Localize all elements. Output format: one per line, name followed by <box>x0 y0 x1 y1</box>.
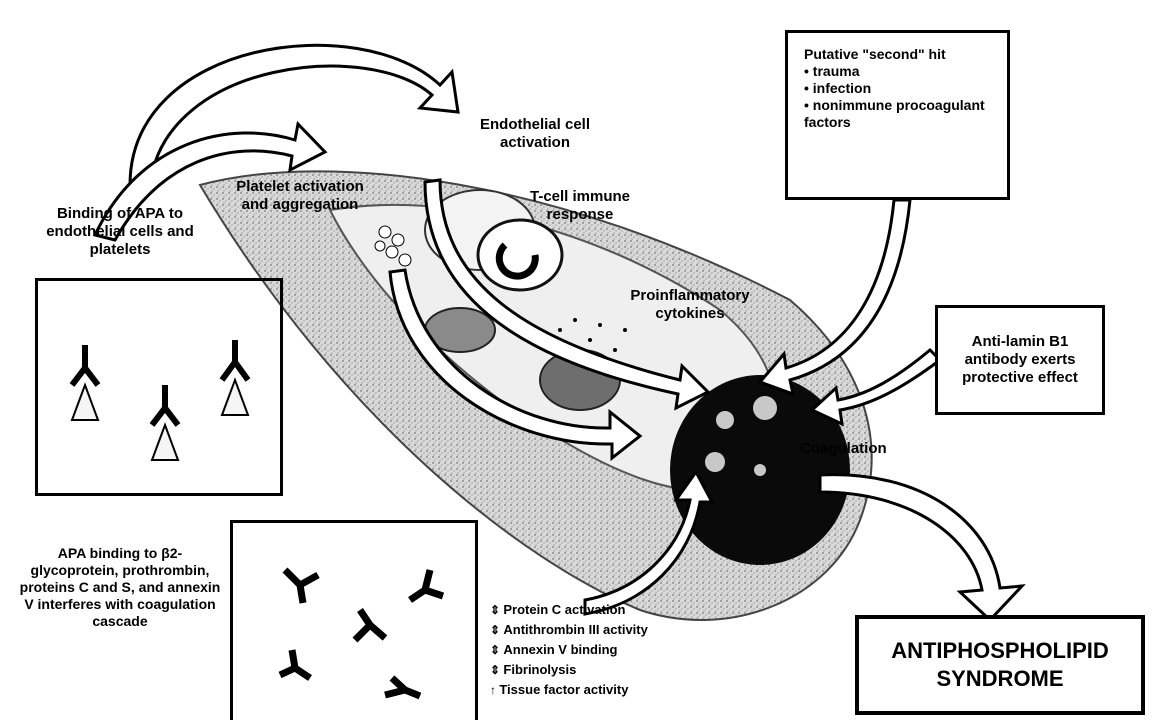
apa-antibody-panel <box>230 520 478 720</box>
label-platelet-activation: Platelet activation and aggregation <box>230 178 370 214</box>
effects-list: Protein C activation Antithrombin III ac… <box>490 600 750 700</box>
syndrome-box: ANTIPHOSPHOLIPID SYNDROME <box>855 615 1145 715</box>
effect-item: Protein C activation <box>490 600 750 620</box>
list-item: trauma <box>804 63 991 80</box>
antilamin-text: Anti-lamin B1 antibody exerts protective… <box>950 333 1090 387</box>
label-tcell-response: T-cell immune response <box>510 188 650 224</box>
effect-item: Tissue factor activity <box>490 680 750 700</box>
effect-item: Antithrombin III activity <box>490 620 750 640</box>
label-apa-binding: APA binding to β2-glycoprotein, prothrom… <box>15 545 225 630</box>
list-item: infection <box>804 80 991 97</box>
list-item: nonimmune procoagulant factors <box>804 97 991 131</box>
apa-platelet-panel <box>35 278 283 496</box>
label-coagulation: Coagulation <box>800 440 930 458</box>
label-binding-apa: Binding of APA to endothelial cells and … <box>25 205 215 259</box>
second-hit-title: Putative "second" hit <box>804 45 991 63</box>
effect-item: Annexin V binding <box>490 640 750 660</box>
effect-item: Fibrinolysis <box>490 660 750 680</box>
syndrome-line1: ANTIPHOSPHOLIPID <box>891 637 1109 665</box>
syndrome-line2: SYNDROME <box>936 665 1063 693</box>
second-hit-list: trauma infection nonimmune procoagulant … <box>804 63 991 131</box>
label-endothelial-activation: Endothelial cell activation <box>460 116 610 152</box>
antilamin-box: Anti-lamin B1 antibody exerts protective… <box>935 305 1105 415</box>
label-proinflammatory: Proinflammatory cytokines <box>595 287 785 323</box>
second-hit-box: Putative "second" hit trauma infection n… <box>785 30 1010 200</box>
